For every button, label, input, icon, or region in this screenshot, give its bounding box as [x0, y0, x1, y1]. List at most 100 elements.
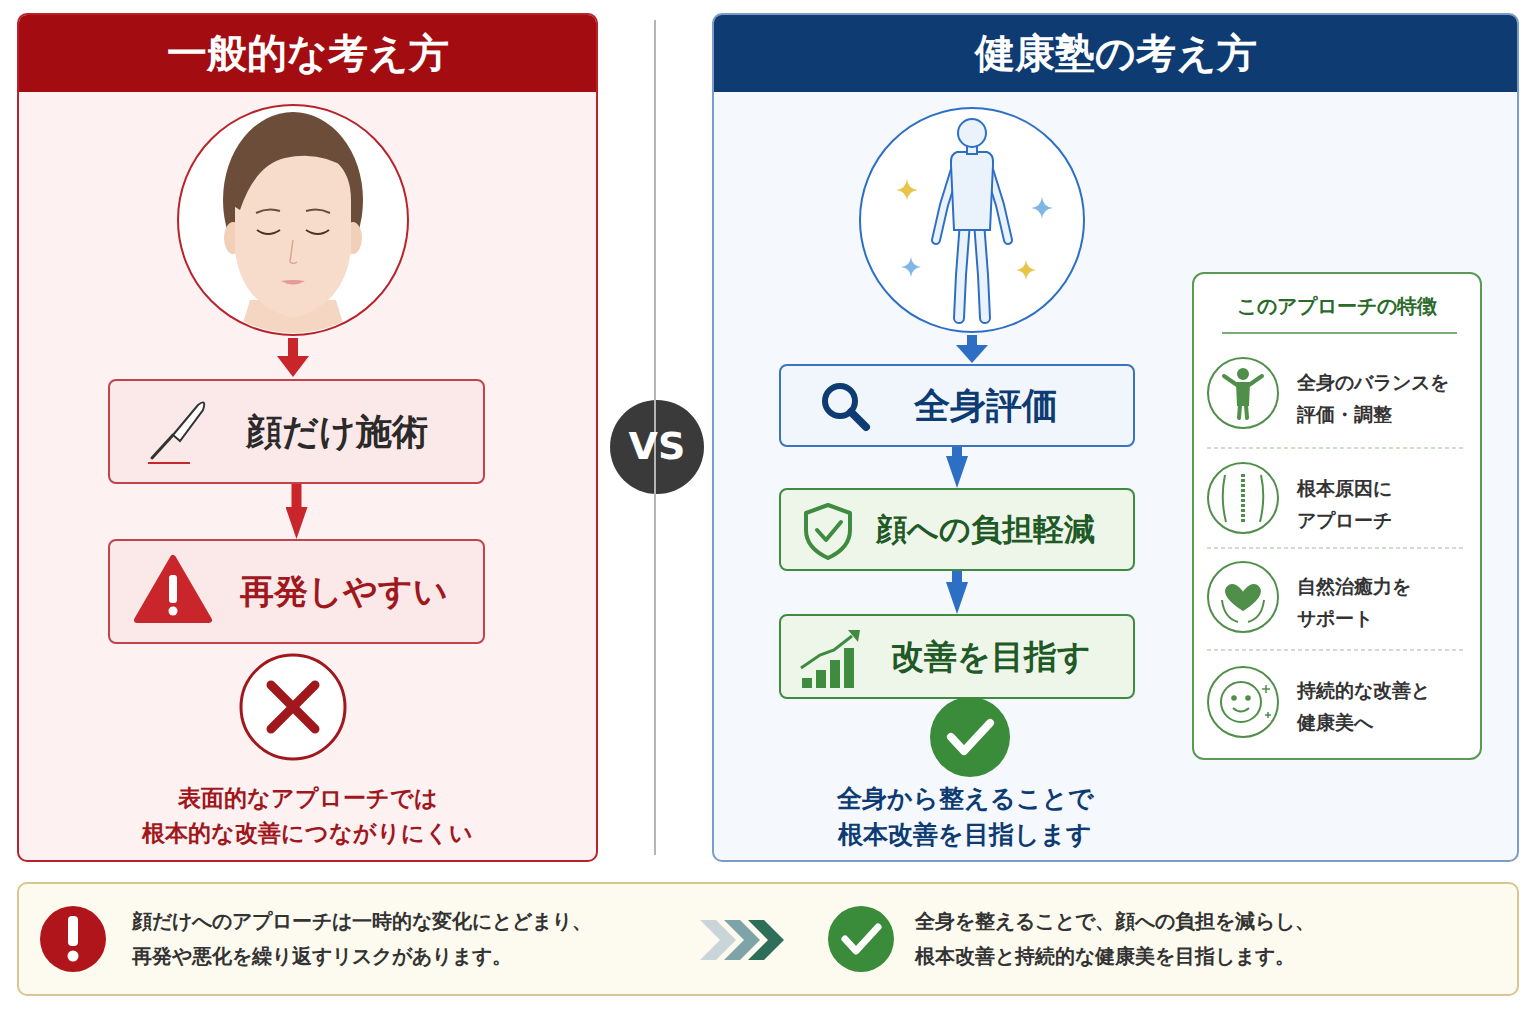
- body-illustration: [1031, 197, 1053, 219]
- shield-icon: [817, 522, 841, 540]
- magnifier-icon: [825, 386, 855, 416]
- feature-icons: [1208, 358, 1278, 737]
- alert-icon: [40, 906, 106, 972]
- face-illustration: [178, 105, 408, 335]
- feature-icons: [1208, 463, 1278, 533]
- flow-arrow: [952, 447, 962, 456]
- warning-box: 再発しやすい: [108, 539, 485, 644]
- body-illustration: [979, 222, 985, 318]
- face-illustration: [224, 222, 242, 254]
- feature-icons: [1208, 667, 1278, 737]
- body-illustration: [1016, 260, 1036, 280]
- face-illustration: [196, 112, 390, 360]
- process-box: 顔への負担軽減: [779, 488, 1135, 571]
- warning-icon: [169, 607, 178, 616]
- chevrons: [724, 920, 760, 960]
- feature-icons: [1262, 685, 1271, 718]
- feature-rules: [1222, 332, 1457, 334]
- growth-chart-icon: [802, 678, 812, 688]
- alert-icon: [68, 916, 78, 946]
- feature-rules: [1207, 447, 1466, 448]
- check-mark: [930, 697, 1010, 777]
- feature-icons: [1224, 376, 1262, 418]
- feature-icons: [1246, 696, 1250, 700]
- summary-band: 顔だけへのアプローチは一時的な変化にとどまり、 再発や悪化を繰り返すリスクがあり…: [17, 882, 1519, 996]
- face-illustration: [223, 112, 363, 288]
- panel-caption: 表面的なアプローチでは 根本的な改善につながりにくい: [59, 781, 556, 850]
- body-illustration: [860, 108, 1084, 332]
- feature-item: 持続的な改善と 健康美へ: [1297, 674, 1475, 739]
- body-illustration: [936, 160, 958, 240]
- feature-title: このアプローチの特徴: [1194, 294, 1480, 319]
- box-label: 顔への負担軽減: [876, 510, 1095, 549]
- body-illustration: [896, 179, 918, 201]
- feature-icons: [1226, 585, 1260, 610]
- face-illustration: [344, 222, 362, 254]
- growth-chart-icon: [801, 630, 860, 688]
- box-label: 再発しやすい: [240, 570, 448, 613]
- summary-text: 顔だけへのアプローチは一時的な変化にとどまり、 再発や悪化を繰り返すリスクがあり…: [132, 904, 677, 974]
- magnifier-icon: [825, 386, 866, 427]
- cross-mark: [241, 655, 345, 759]
- chevrons: [700, 920, 784, 960]
- face-illustration: [290, 240, 297, 264]
- body-illustration: [959, 222, 965, 318]
- down-arrow: [967, 335, 977, 347]
- feature-icons: [1241, 474, 1245, 522]
- cross-mark: [271, 685, 315, 729]
- down-arrow: [956, 345, 988, 363]
- check-icon: [845, 927, 878, 951]
- growth-chart-icon: [848, 630, 860, 642]
- approach-panel: 健康塾の考え方全身から整えることで 根本改善を目指します全身評価顔への負担軽減改…: [712, 13, 1519, 862]
- check-mark: [930, 697, 1010, 777]
- body-illustration: [951, 152, 993, 230]
- body-illustration: [936, 160, 958, 240]
- growth-chart-icon: [816, 670, 826, 688]
- shield-icon: [806, 505, 850, 558]
- body-illustration: [986, 160, 1008, 240]
- growth-chart-icon: [830, 660, 840, 688]
- growth-chart-icon: [801, 636, 852, 668]
- panel-heading: 一般的な考え方: [19, 15, 596, 92]
- process-box: 顔だけ施術: [108, 379, 485, 484]
- body-illustration: [967, 144, 977, 154]
- feature-icons: [1208, 562, 1278, 632]
- box-label: 全身評価: [914, 383, 1058, 428]
- feature-icons: [1232, 696, 1236, 700]
- box-label: 顔だけ施術: [246, 409, 428, 454]
- body-illustration: [901, 257, 921, 277]
- alert-icon: [68, 951, 79, 962]
- cross-mark: [241, 655, 345, 759]
- process-box: 改善を目指す: [779, 614, 1135, 699]
- feature-item: 自然治癒力を サポート: [1297, 570, 1475, 635]
- feature-rules: [1207, 649, 1466, 650]
- approach-panel: 一般的な考え方表面的なアプローチでは 根本的な改善につながりにくい 顔だけ施術再発…: [17, 13, 598, 862]
- check-icon: [828, 906, 894, 972]
- feature-icons: [1221, 682, 1261, 722]
- growth-chart-icon: [844, 648, 854, 688]
- body-illustration: [936, 160, 1008, 318]
- face-illustration: [306, 230, 329, 234]
- face-illustration: [235, 148, 351, 318]
- feature-icons: [1233, 708, 1249, 712]
- body-illustration: [959, 222, 965, 318]
- box-label: 改善を目指す: [891, 636, 1091, 677]
- scalpel-icon: [173, 402, 204, 441]
- body-illustration: [860, 108, 1084, 332]
- process-box: 全身評価: [779, 364, 1135, 447]
- warning-icon: [137, 558, 209, 620]
- alert-icon: [40, 906, 106, 972]
- chevrons: [700, 920, 736, 960]
- chevrons: [748, 920, 784, 960]
- face-illustration: [232, 135, 350, 210]
- panel-heading: 健康塾の考え方: [714, 15, 1517, 92]
- feature-box: このアプローチの特徴全身のバランスを 評価・調整根本原因に アプローチ自然治癒力…: [1192, 272, 1482, 760]
- vs-badge: VS: [610, 400, 704, 494]
- check-mark: [951, 723, 990, 751]
- scalpel-icon: [148, 402, 204, 463]
- feature-rules: [1207, 333, 1466, 650]
- flow-arrow: [952, 571, 962, 582]
- face-illustration: [196, 300, 390, 360]
- flow-arrow: [292, 484, 302, 507]
- divider-line: [654, 20, 656, 855]
